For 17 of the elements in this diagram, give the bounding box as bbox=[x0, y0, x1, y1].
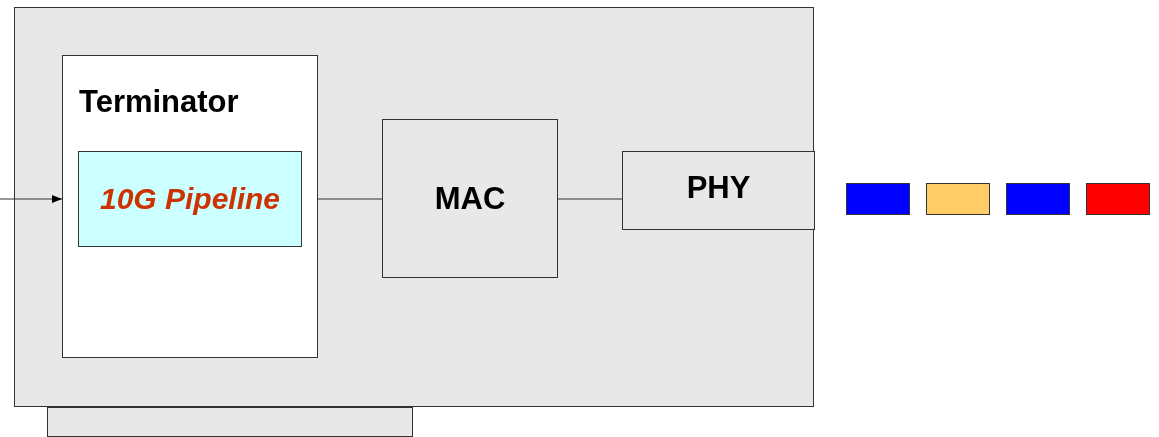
block-label: 10G Pipeline bbox=[99, 182, 281, 216]
packet-block bbox=[1086, 183, 1150, 215]
block-box bbox=[47, 407, 413, 437]
connector-line bbox=[557, 198, 623, 200]
packet-block bbox=[926, 183, 990, 215]
process-box bbox=[382, 119, 558, 278]
block-label: PHY bbox=[686, 170, 751, 206]
block-label: MAC bbox=[434, 180, 506, 217]
packet-block bbox=[1006, 183, 1070, 215]
arrow bbox=[0, 195, 63, 203]
block-title: Terminator bbox=[79, 84, 239, 120]
connector-line bbox=[317, 198, 383, 200]
container-box bbox=[14, 7, 814, 407]
process-box bbox=[78, 151, 302, 247]
process-box bbox=[62, 55, 318, 358]
packet-block bbox=[846, 183, 910, 215]
process-box bbox=[622, 151, 815, 230]
